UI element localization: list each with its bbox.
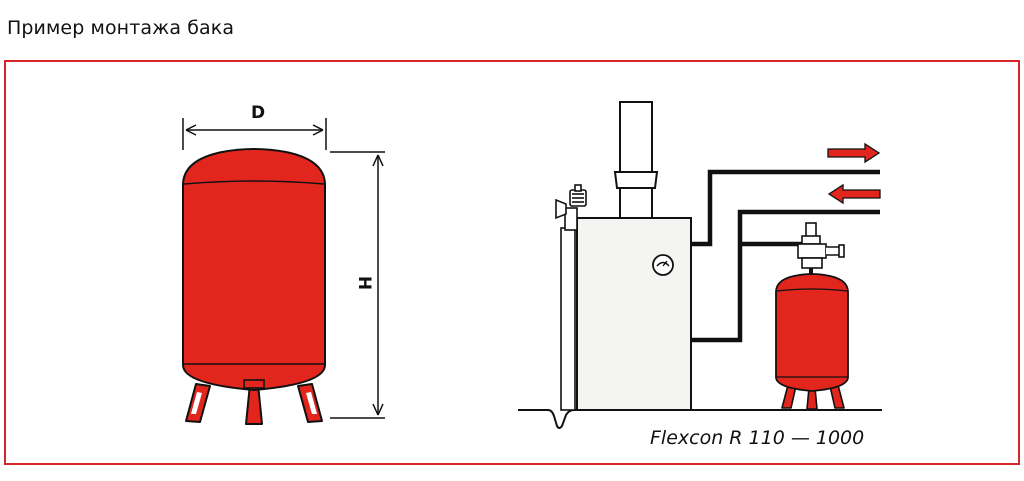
- dimension-h-label: H: [354, 276, 374, 290]
- tank-foot: [243, 379, 265, 389]
- flow-arrow-in: [827, 183, 881, 205]
- chimney: [613, 101, 659, 219]
- dimension-h: [330, 151, 385, 419]
- dimension-d: [182, 118, 327, 150]
- boiler: [576, 217, 692, 411]
- small-tank: [775, 273, 849, 410]
- vessel-valve-assembly: [797, 222, 845, 276]
- tank-top-seam: [183, 180, 325, 185]
- pressure-gauge-icon: [652, 254, 674, 276]
- safety-valve-group: [555, 184, 587, 411]
- dimension-d-label: D: [251, 103, 265, 123]
- large-tank: [182, 148, 326, 425]
- flow-arrow-out: [827, 142, 881, 164]
- model-caption: Flexcon R 110 — 1000: [650, 427, 864, 449]
- diagram-frame: [4, 60, 1020, 465]
- page-title: Пример монтажа бака: [7, 17, 235, 39]
- tank-body: [182, 148, 326, 392]
- floor-line: [518, 409, 882, 429]
- small-tank-body: [775, 273, 849, 392]
- tank-leg-shading: [191, 392, 317, 414]
